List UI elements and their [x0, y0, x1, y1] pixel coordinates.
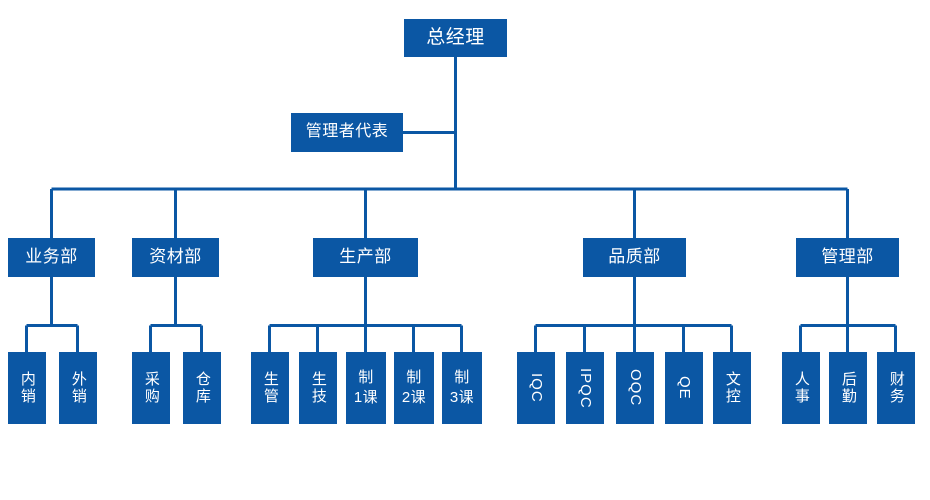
node-label: 制 1课	[353, 368, 379, 406]
node-label: IQC	[527, 373, 545, 403]
node-admin-dept[interactable]: 管理部	[796, 238, 899, 277]
node-label: 文控	[723, 371, 741, 405]
node-qe[interactable]: QE	[665, 352, 703, 424]
node-production-control[interactable]: 生管	[251, 352, 289, 424]
node-line-1[interactable]: 制 1课	[346, 352, 386, 424]
node-production-engineering[interactable]: 生技	[299, 352, 337, 424]
node-label: QE	[675, 376, 693, 400]
node-label: 管理部	[821, 247, 874, 267]
node-sales-dept[interactable]: 业务部	[8, 238, 95, 277]
node-label: 管理者代表	[305, 123, 389, 141]
node-label: 仓库	[193, 371, 211, 405]
node-label: 制 3课	[449, 368, 475, 406]
node-general-manager[interactable]: 总经理	[404, 19, 507, 57]
node-human-resources[interactable]: 人事	[782, 352, 820, 424]
node-label: 后勤	[839, 371, 857, 405]
node-label: 财务	[887, 371, 905, 405]
node-management-representative[interactable]: 管理者代表	[291, 113, 403, 152]
node-label: 总经理	[426, 26, 485, 48]
node-label: 生技	[309, 371, 327, 405]
node-label: OQC	[626, 369, 644, 407]
node-domestic-sales[interactable]: 内销	[8, 352, 46, 424]
node-logistics[interactable]: 后勤	[829, 352, 867, 424]
node-ipqc[interactable]: IPQC	[566, 352, 604, 424]
node-oqc[interactable]: OQC	[616, 352, 654, 424]
node-label: 人事	[792, 371, 810, 405]
node-label: 生管	[261, 371, 279, 405]
node-export-sales[interactable]: 外销	[59, 352, 97, 424]
node-label: 制 2课	[401, 368, 427, 406]
node-line-3[interactable]: 制 3课	[442, 352, 482, 424]
node-quality-dept[interactable]: 品质部	[583, 238, 686, 277]
node-label: 内销	[18, 371, 36, 405]
node-label: 外销	[69, 371, 87, 405]
node-iqc[interactable]: IQC	[517, 352, 555, 424]
node-label: IPQC	[576, 367, 594, 409]
node-materials-dept[interactable]: 资材部	[132, 238, 219, 277]
node-document-control[interactable]: 文控	[713, 352, 751, 424]
node-line-2[interactable]: 制 2课	[394, 352, 434, 424]
node-production-dept[interactable]: 生产部	[313, 238, 418, 277]
node-warehouse[interactable]: 仓库	[183, 352, 221, 424]
node-label: 采购	[142, 371, 160, 405]
node-label: 业务部	[25, 247, 78, 267]
node-finance[interactable]: 财务	[877, 352, 915, 424]
node-label: 品质部	[608, 247, 661, 267]
node-purchasing[interactable]: 采购	[132, 352, 170, 424]
node-label: 生产部	[339, 247, 392, 267]
node-label: 资材部	[149, 247, 202, 267]
